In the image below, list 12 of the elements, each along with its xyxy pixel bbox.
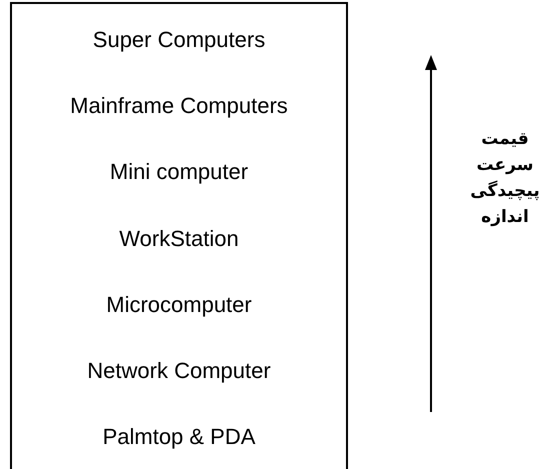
list-box — [10, 2, 348, 469]
computer-class-text: Network Computer — [87, 358, 271, 384]
axis-label: سرعت — [476, 154, 534, 176]
axis-label: اندازه — [481, 206, 529, 228]
computer-class-text: Mainframe Computers — [70, 93, 288, 120]
computer-class-text: Palmtop & PDA — [102, 424, 256, 450]
computer-class-text: Super Computers — [92, 27, 266, 53]
axis-label: قیمت — [481, 128, 529, 150]
computer-class-text: Microcomputer — [106, 292, 252, 318]
computer-class-text: WorkStation — [119, 226, 239, 252]
computer-class-text: Mini computer — [110, 159, 248, 186]
axis-label: پیچیدگی — [470, 180, 540, 202]
